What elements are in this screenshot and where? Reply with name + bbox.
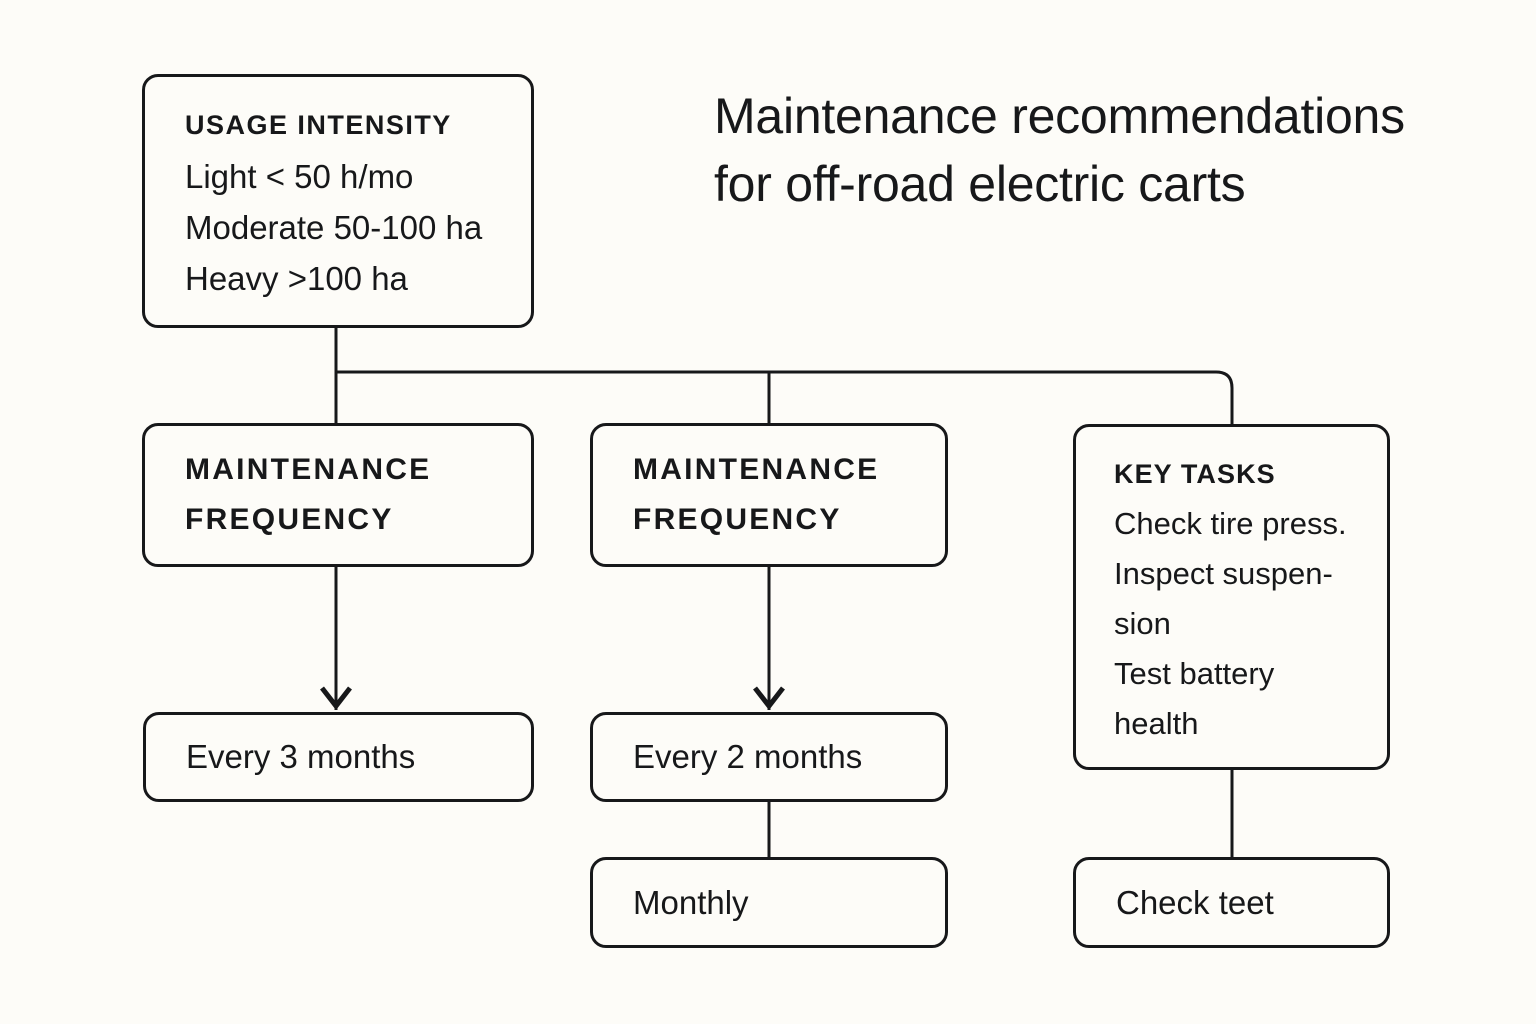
node-key-tasks-line-4: Test battery (1114, 656, 1275, 691)
node-every-2-months[interactable]: Every 2 months (590, 712, 948, 802)
node-usage-intensity-line-2: Moderate 50-100 ha (185, 209, 483, 246)
node-every-3-months-label: Every 3 months (186, 738, 416, 775)
node-every-2-months-label: Every 2 months (633, 738, 863, 775)
node-monthly[interactable]: Monthly (590, 857, 948, 948)
node-usage-intensity-line-3: Heavy >100 ha (185, 260, 408, 297)
arrowhead-every2 (753, 686, 785, 711)
node-usage-intensity-line-1: Light < 50 h/mo (185, 158, 414, 195)
node-maintenance-frequency-left-line-2: FREQUENCY (185, 503, 394, 536)
node-check-teet[interactable]: Check teet (1073, 857, 1390, 948)
page-title-line-1: Maintenance recommendations (714, 88, 1405, 144)
node-maintenance-frequency-left-line-1: MAINTENANCE (185, 453, 432, 486)
node-maintenance-frequency-middle[interactable]: MAINTENANCE FREQUENCY (590, 423, 948, 567)
node-key-tasks[interactable]: KEY TASKS Check tire press. Inspect susp… (1073, 424, 1390, 770)
page-title: Maintenance recommendations for off-road… (714, 82, 1405, 218)
node-key-tasks-line-3: sion (1114, 606, 1171, 641)
node-key-tasks-line-5: health (1114, 706, 1199, 741)
node-usage-intensity-heading: USAGE INTENSITY (185, 110, 452, 140)
node-key-tasks-line-1: Check tire press. (1114, 506, 1347, 541)
connector-bus-to-key-tasks (1215, 370, 1234, 424)
node-maintenance-frequency-middle-line-2: FREQUENCY (633, 503, 842, 536)
arrowhead-every3 (320, 686, 352, 711)
node-key-tasks-line-2: Inspect suspen- (1114, 556, 1333, 591)
page-title-line-2: for off-road electric carts (714, 156, 1246, 212)
node-check-teet-label: Check teet (1116, 883, 1274, 921)
node-usage-intensity[interactable]: USAGE INTENSITY Light < 50 h/mo Moderate… (142, 74, 534, 328)
node-key-tasks-heading: KEY TASKS (1114, 459, 1276, 489)
node-maintenance-frequency-middle-line-1: MAINTENANCE (633, 453, 880, 486)
node-maintenance-frequency-left[interactable]: MAINTENANCE FREQUENCY (142, 423, 534, 567)
node-every-3-months[interactable]: Every 3 months (143, 712, 534, 802)
node-monthly-label: Monthly (633, 883, 749, 921)
